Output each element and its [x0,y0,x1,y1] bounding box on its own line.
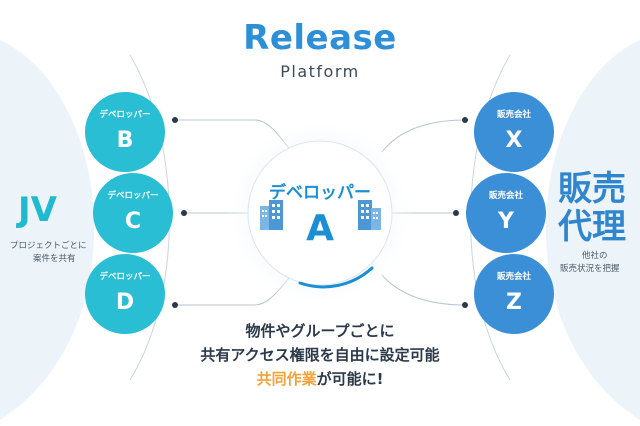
sales-agent-desc-line2: 販売状況を把握 [560,264,620,274]
connector-z [381,274,466,306]
message-line3-rest: が可能に! [316,370,384,388]
bubble-b-letter: B [116,128,134,153]
message-line3: 共同作業が可能に! [0,368,640,389]
jv-title: JV [18,190,57,230]
bubble-z-label: 販売会社 [496,272,531,282]
bubble-c-letter: C [124,209,142,234]
left-backdrop [0,40,95,420]
dot-c [181,210,187,216]
dot-z [462,302,468,308]
bubble-c-label: デベロッパー [107,191,159,201]
bubble-z-letter: Z [506,290,522,315]
sales-agent-desc-line1: 他社の [582,251,608,261]
right-backdrop [545,40,640,420]
bubble-d-letter: D [115,290,135,315]
bubble-sales-z [474,254,554,334]
building-icon-left [260,200,283,230]
jv-desc-line2: 案件を共有 [33,254,76,264]
bubble-sales-x [474,92,554,172]
bubble-y-letter: Y [498,209,514,234]
sales-agent-title-line2: 代理 [558,207,626,247]
dot-y [453,210,459,216]
building-icon-right [358,200,381,230]
center-circle [247,140,393,286]
jv-desc-line1: プロジェクトごとに [10,241,87,251]
logo-subtitle: Platform [280,62,360,81]
bubble-developer-c [93,173,173,253]
sales-agent-title-line1: 販売 [558,169,626,209]
bubble-developer-d [85,254,165,334]
bubble-developer-b [85,92,165,172]
message-highlight: 共同作業 [256,370,317,388]
message-line2: 共有アクセス権限を自由に設定可能 [200,346,440,364]
bubble-x-label: 販売会社 [496,110,531,120]
dot-b [172,117,178,123]
bubble-sales-y [466,173,546,253]
message-line1: 物件やグループごとに [245,322,395,340]
bubble-b-label: デベロッパー [99,110,151,120]
center-developer-label: デベロッパー [269,183,371,203]
bubble-y-label: 販売会社 [488,191,523,201]
bubble-x-letter: X [505,128,523,153]
connector-x [381,119,466,153]
center-ring-accent [298,266,374,289]
bubble-d-label: デベロッパー [99,272,151,282]
logo-wordmark: Release [243,18,397,58]
dot-d [172,302,178,308]
dot-x [462,117,468,123]
center-developer-letter: A [306,208,334,249]
